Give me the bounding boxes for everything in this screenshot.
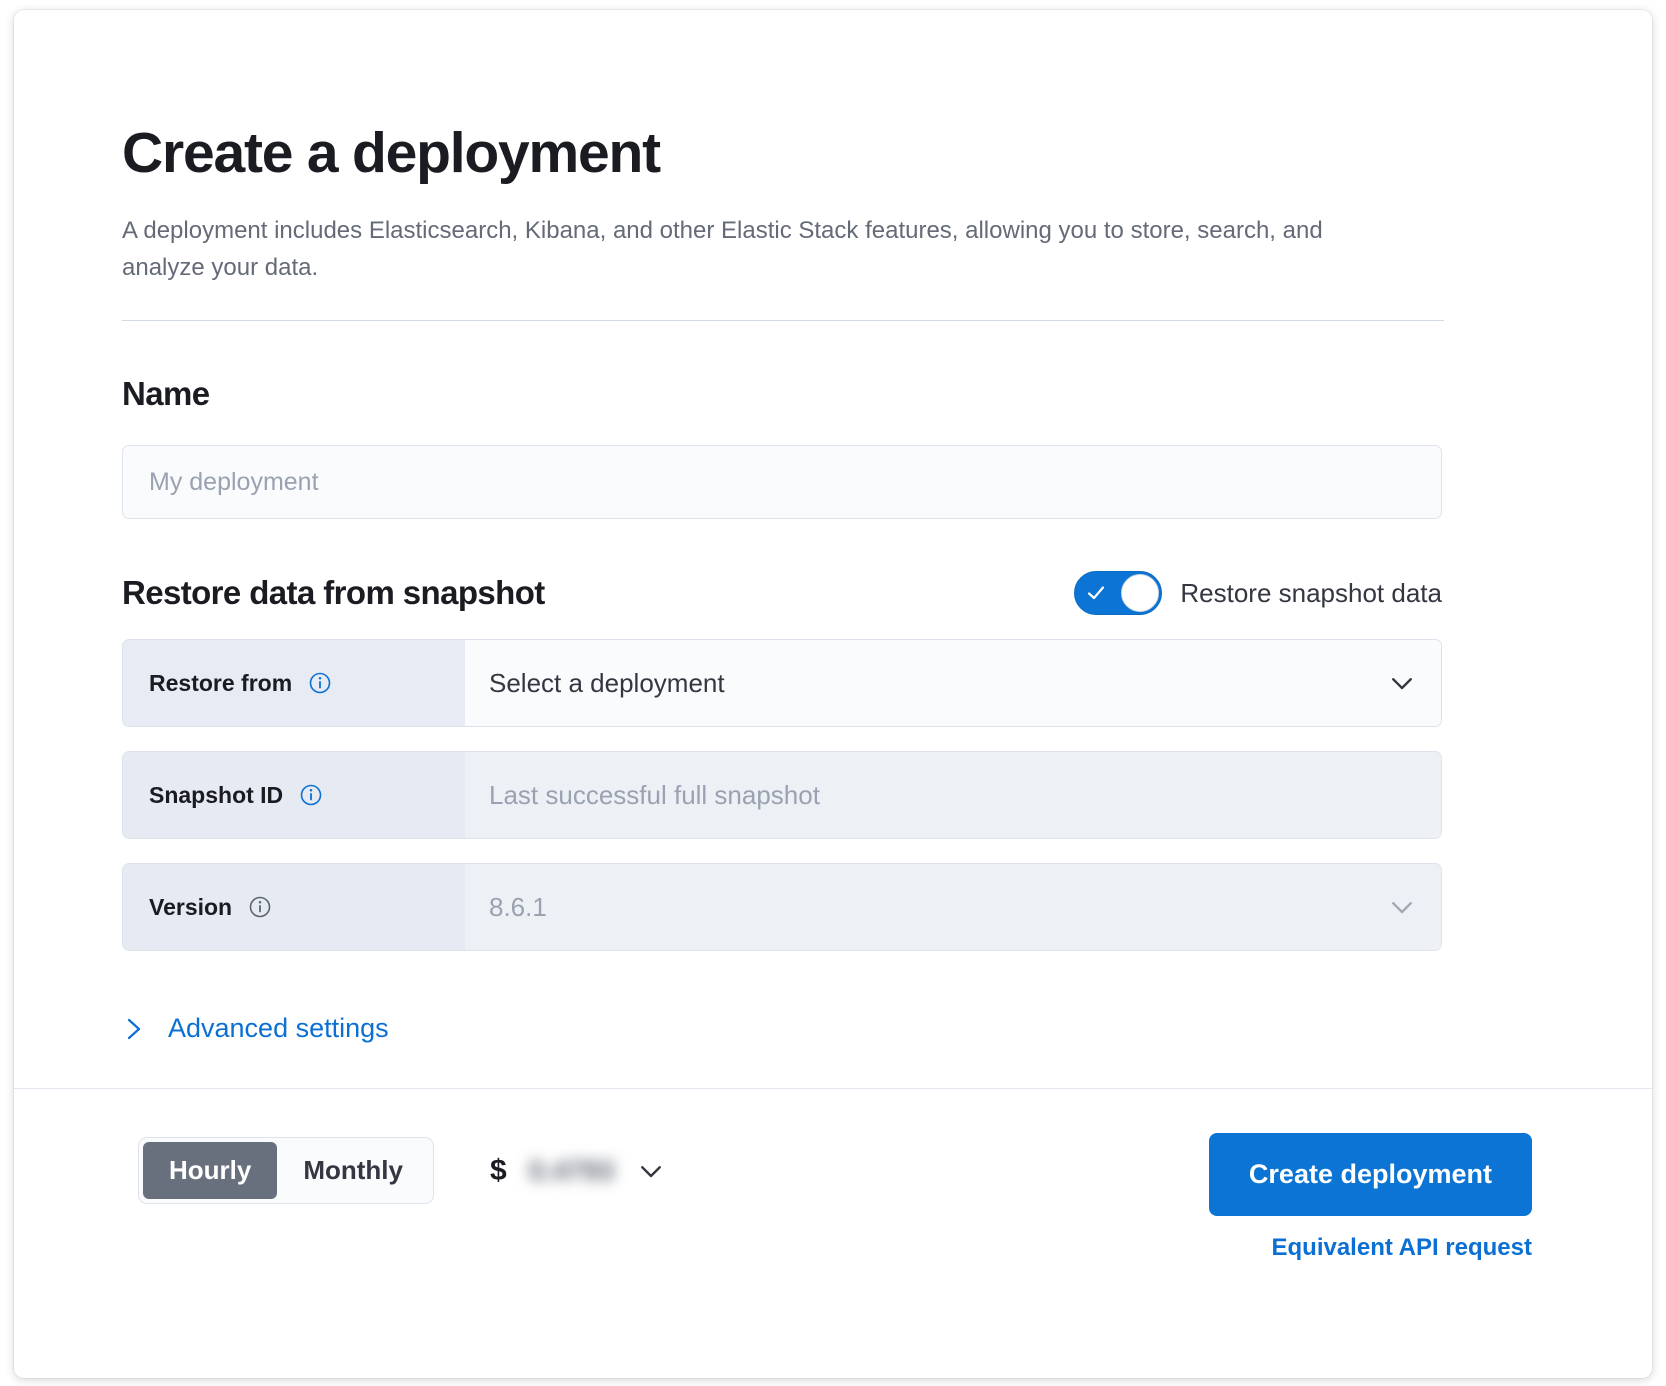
advanced-settings-label: Advanced settings	[168, 1013, 389, 1044]
footer-bar: Hourly Monthly $ 0.4793 Create deploymen…	[14, 1088, 1652, 1378]
form-body: Create a deployment A deployment include…	[14, 10, 1652, 1088]
restore-from-value: Select a deployment	[489, 667, 725, 698]
billing-option-monthly[interactable]: Monthly	[303, 1155, 403, 1185]
price-amount: 0.4793	[528, 1154, 615, 1186]
chevron-right-icon	[127, 1018, 141, 1039]
create-deployment-button[interactable]: Create deployment	[1208, 1133, 1532, 1216]
restore-from-row: Restore from Select a deployment	[122, 639, 1442, 728]
version-select[interactable]: 8.6.1	[465, 864, 1441, 951]
deployment-name-input[interactable]	[122, 445, 1442, 520]
snapshot-id-label-cell: Snapshot ID	[123, 752, 465, 839]
restore-from-label: Restore from	[149, 669, 293, 696]
chevron-down-icon	[641, 1165, 662, 1177]
chevron-down-icon	[1392, 902, 1412, 914]
version-label: Version	[149, 893, 233, 920]
name-section-heading: Name	[122, 375, 210, 413]
price-summary[interactable]: $ 0.4793	[490, 1154, 666, 1188]
restore-from-label-cell: Restore from	[123, 640, 465, 727]
restore-snapshot-toggle[interactable]	[1074, 571, 1163, 616]
version-row: Version 8.6.1	[122, 863, 1442, 952]
billing-period-toggle: Hourly Monthly	[138, 1137, 434, 1204]
header-divider	[122, 320, 1444, 322]
equivalent-api-request-link[interactable]: Equivalent API request	[1271, 1234, 1532, 1261]
version-label-cell: Version	[123, 864, 465, 951]
info-icon[interactable]	[299, 783, 323, 807]
page-title: Create a deployment	[122, 121, 661, 185]
footer-right-group: Create deployment Equivalent API request	[1208, 1133, 1532, 1262]
snapshot-id-row: Snapshot ID Last successful full snapsho…	[122, 751, 1442, 840]
snapshot-id-value: Last successful full snapshot	[489, 779, 820, 810]
restore-section-header: Restore data from snapshot Restore snaps…	[122, 571, 1442, 616]
restore-snapshot-toggle-group: Restore snapshot data	[1074, 571, 1442, 616]
restore-section-heading: Restore data from snapshot	[122, 574, 545, 612]
version-value: 8.6.1	[489, 891, 547, 922]
advanced-settings-toggle[interactable]: Advanced settings	[122, 1013, 389, 1044]
chevron-down-icon	[1392, 678, 1412, 690]
check-icon	[1088, 586, 1105, 600]
price-currency-symbol: $	[490, 1153, 507, 1187]
billing-option-hourly[interactable]: Hourly	[143, 1142, 278, 1199]
restore-from-select[interactable]: Select a deployment	[465, 640, 1441, 727]
snapshot-id-input[interactable]: Last successful full snapshot	[465, 752, 1441, 839]
info-icon[interactable]	[308, 671, 332, 695]
page-subtitle: A deployment includes Elasticsearch, Kib…	[122, 216, 1323, 282]
restore-snapshot-toggle-label: Restore snapshot data	[1180, 577, 1442, 608]
snapshot-id-label: Snapshot ID	[149, 781, 284, 808]
create-deployment-window: Create a deployment A deployment include…	[14, 10, 1652, 1378]
footer-left-group: Hourly Monthly $ 0.4793	[138, 1137, 666, 1204]
info-icon[interactable]	[248, 895, 272, 919]
toggle-knob	[1121, 574, 1160, 613]
